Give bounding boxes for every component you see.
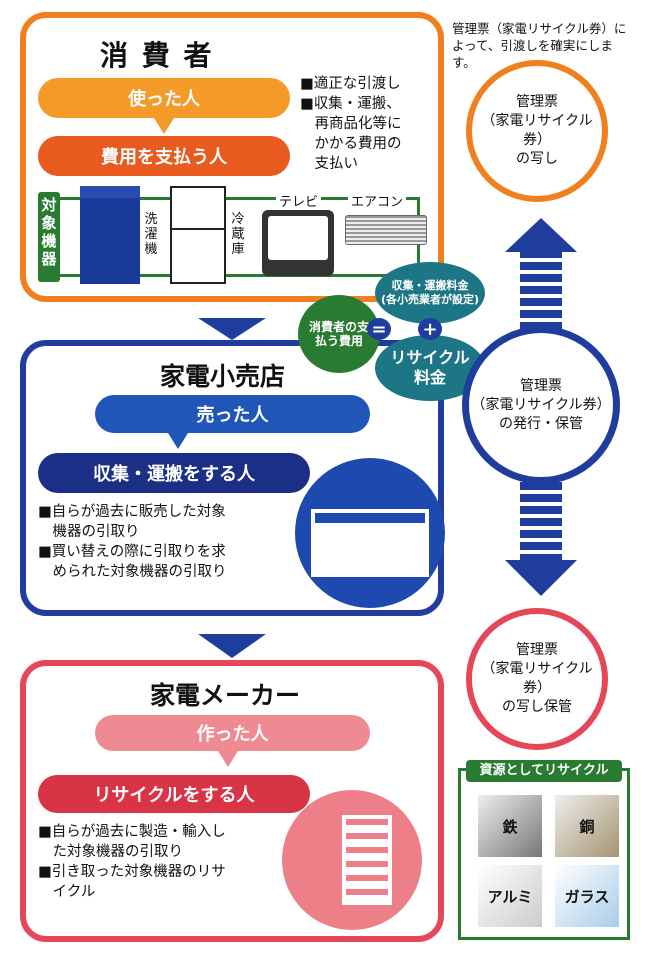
arrow-down-icon	[198, 318, 266, 340]
manifest-line: 管理票	[516, 94, 558, 110]
maker-role-pill: 作った人	[95, 715, 370, 751]
maker-recycling-pill: リサイクルをする人	[38, 775, 310, 813]
collection-fee-text: 収集・運搬料金	[391, 279, 469, 292]
target-label-badge: 対象機器	[38, 192, 60, 282]
retailer-title: 家電小売店	[160, 362, 286, 391]
manifest-line: の写し	[516, 151, 558, 167]
bullet: かかる費用の	[300, 136, 402, 152]
consumer-title: 消 費 者	[100, 39, 214, 72]
arrow-down-icon	[505, 560, 577, 596]
resource-glass: ガラス	[555, 865, 619, 927]
consumer-role-pill: 使った人	[38, 78, 290, 118]
washer-label: 洗濯機	[144, 212, 158, 257]
manifest-line: 管理票	[520, 377, 562, 394]
manifest-line: の発行・保管	[499, 415, 583, 432]
resource-iron: 鉄	[478, 795, 542, 857]
ac-label: エアコン	[348, 191, 407, 210]
factory-icon-circle	[282, 790, 422, 930]
air-conditioner-icon	[345, 215, 427, 245]
tv-label: テレビ	[276, 191, 322, 210]
collection-fee-note: (各小売業者が設定)	[380, 293, 480, 306]
recycling-fee-text: リサイクル料金	[390, 348, 470, 387]
bullet: ■自らが過去に製造・輸入し	[38, 824, 226, 840]
manifest-line: の写し保管	[502, 699, 572, 715]
manifest-line: （家電リサイクル券）	[481, 113, 593, 148]
plus-icon: +	[418, 318, 442, 340]
arrow-up-icon	[505, 218, 577, 252]
bullet: 支払い	[300, 156, 358, 172]
manifest-note: 管理票（家電リサイクル券）によって、引渡しを確実にします。	[452, 21, 627, 70]
bullet: ■適正な引渡し	[300, 76, 401, 92]
bullet: 機器の引取り	[38, 524, 140, 540]
arrow-down-shaft	[520, 482, 562, 562]
arrow-up-shaft	[520, 250, 562, 330]
retailer-collection-pill: 収集・運搬をする人	[38, 453, 310, 493]
store-icon-circle	[295, 458, 445, 608]
manifest-line: （家電リサイクル券）	[481, 661, 593, 696]
manifest-consumer-copy: 管理票 （家電リサイクル券） の写し	[466, 60, 608, 202]
bullet: ■買い替えの際に引取りを求	[38, 544, 226, 560]
maker-duties: ■自らが過去に製造・輸入し た対象機器の引取り ■引き取った対象機器のリサ イク…	[38, 822, 226, 902]
bullet: ■収集・運搬、	[300, 96, 401, 112]
manifest-retailer: 管理票 （家電リサイクル券） の発行・保管	[462, 326, 620, 484]
consumer-duties: ■適正な引渡し ■収集・運搬、 再商品化等に かかる費用の 支払い	[300, 74, 402, 174]
retailer-duties: ■自らが過去に販売した対象 機器の引取り ■買い替えの際に引取りを求 められた対…	[38, 502, 227, 582]
consumer-cost-text: 消費者の支払う費用	[308, 320, 369, 348]
television-icon	[262, 210, 334, 276]
bullet: められた対象機器の引取り	[38, 564, 227, 580]
arrow-down-icon	[218, 751, 238, 767]
resource-copper: 銅	[555, 795, 619, 857]
consumer-cost-bubble: 消費者の支払う費用	[298, 295, 380, 373]
resources-title: 資源としてリサイクル	[466, 760, 622, 782]
collection-fee-bubble: 収集・運搬料金(各小売業者が設定)	[375, 262, 485, 324]
arrow-down-icon	[154, 118, 174, 134]
manifest-line: （家電リサイクル券）	[471, 396, 611, 413]
fridge-label: 冷蔵庫	[231, 212, 245, 257]
refrigerator-icon	[170, 186, 226, 284]
recycling-fee-bubble: リサイクル料金	[375, 335, 485, 401]
arrow-down-icon	[168, 433, 188, 449]
maker-title: 家電メーカー	[150, 681, 301, 710]
manifest-line: 管理票	[516, 642, 558, 658]
arrow-down-icon	[198, 634, 266, 658]
bullet: イクル	[38, 884, 96, 900]
washing-machine-icon	[80, 186, 140, 284]
consumer-payment-pill: 費用を支払う人	[38, 136, 290, 176]
equals-icon: =	[367, 318, 391, 340]
manifest-maker-copy: 管理票 （家電リサイクル券） の写し保管	[466, 608, 608, 750]
bullet: ■引き取った対象機器のリサ	[38, 864, 226, 880]
bullet: た対象機器の引取り	[38, 844, 183, 860]
bullet: ■自らが過去に販売した対象	[38, 504, 226, 520]
bullet: 再商品化等に	[300, 116, 402, 132]
resource-aluminum: アルミ	[478, 865, 542, 927]
retailer-role-pill: 売った人	[95, 395, 370, 433]
